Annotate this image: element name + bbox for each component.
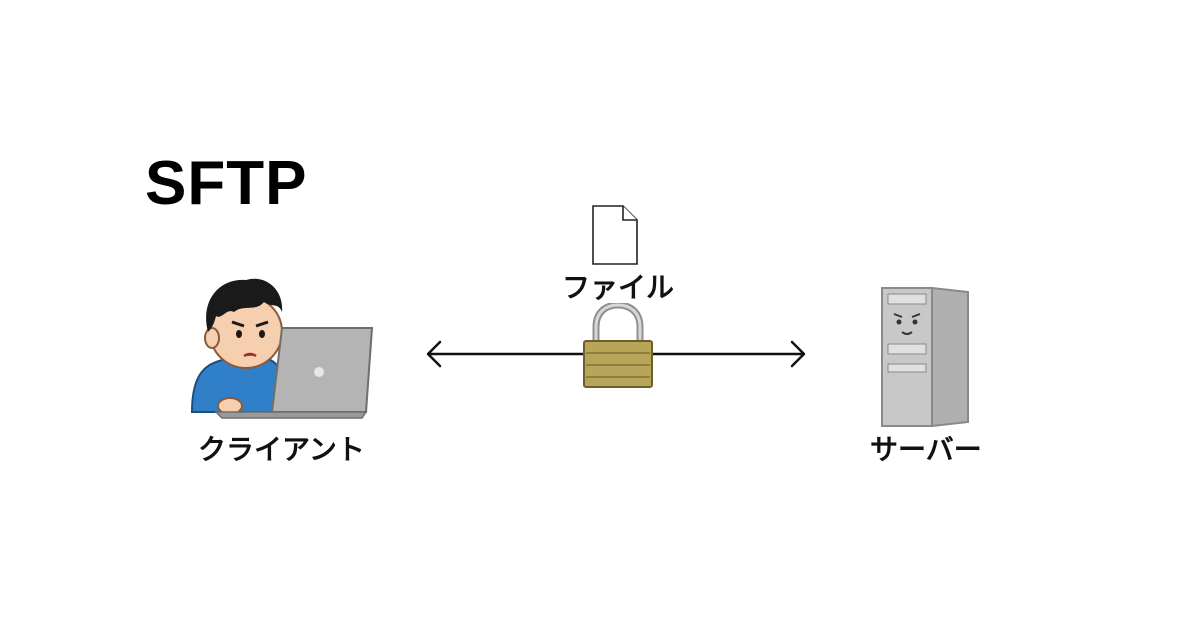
client-label: クライアント xyxy=(198,433,365,466)
document-icon xyxy=(592,205,638,265)
server-tower-icon xyxy=(881,286,969,428)
server-label: サーバー xyxy=(870,433,982,466)
padlock-icon xyxy=(583,303,653,388)
file-label: ファイル xyxy=(562,271,675,304)
diagram-title: SFTP xyxy=(145,149,308,218)
person-with-laptop-icon xyxy=(190,278,374,419)
